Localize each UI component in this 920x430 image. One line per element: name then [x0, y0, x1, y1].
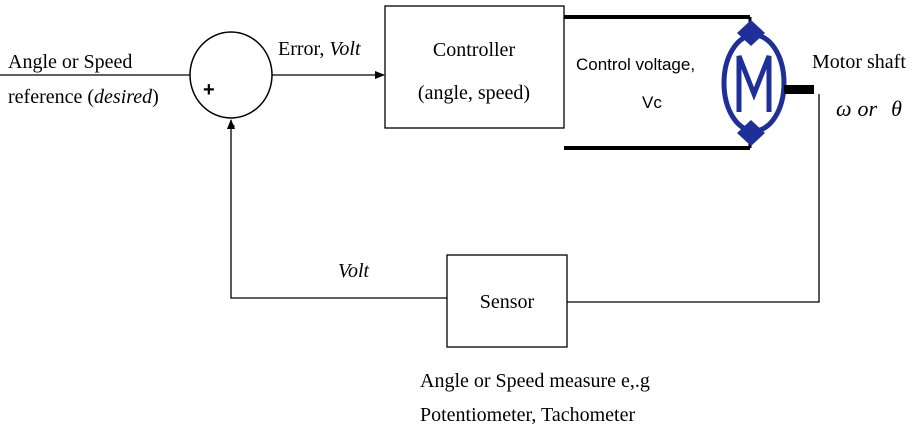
sensor-block [446, 254, 568, 348]
minus-sign: - [228, 112, 235, 137]
motor-shaft [784, 85, 814, 94]
control-voltage-line2: Vc [642, 93, 662, 112]
feedback-arrow [227, 119, 447, 299]
sensor-label: Sensor [480, 291, 535, 313]
input-label-line2: reference (desired) [8, 86, 159, 108]
motor-shaft-label: Motor shaft [812, 51, 906, 73]
error-label: Error, Volt [278, 38, 361, 60]
plus-sign: + [203, 79, 215, 101]
output-to-sensor-line [567, 94, 820, 303]
feedback-label: Volt [338, 260, 370, 282]
input-label-line1: Angle or Speed [8, 51, 132, 73]
controller-block [384, 5, 565, 129]
summing-junction [189, 31, 273, 119]
controller-label-line1: Controller [433, 39, 516, 61]
motor-icon: M [721, 20, 787, 146]
control-voltage-line1: Control voltage, [576, 55, 695, 74]
controller-label-line2: (angle, speed) [418, 82, 530, 104]
sensor-caption-line1: Angle or Speed measure e,.g [420, 370, 650, 392]
sensor-caption-line2: Potentiometer, Tachometer [420, 404, 635, 426]
